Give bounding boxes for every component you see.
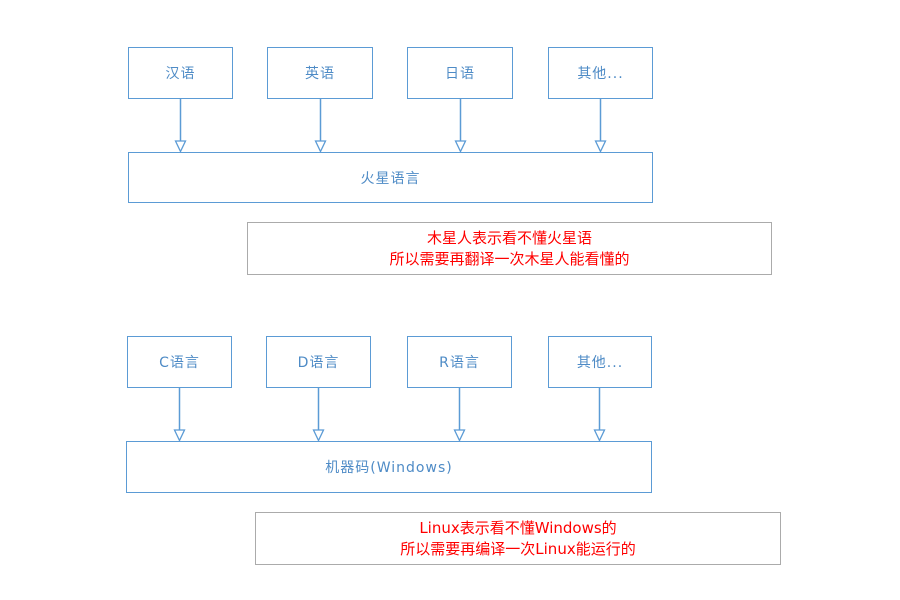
box-chinese: 汉语 bbox=[128, 47, 233, 99]
box-d-language: D语言 bbox=[266, 336, 371, 388]
arrow-down-icon bbox=[173, 388, 186, 442]
note-linux-line1: Linux表示看不懂Windows的 bbox=[419, 518, 617, 537]
arrow-down-icon bbox=[453, 388, 466, 442]
box-mars-language: 火星语言 bbox=[128, 152, 653, 203]
arrow-down-icon bbox=[174, 99, 187, 153]
arrow-down-icon bbox=[314, 99, 327, 153]
note-jupiter-line2: 所以需要再翻译一次木星人能看懂的 bbox=[389, 249, 630, 268]
box-others-programming: 其他... bbox=[548, 336, 652, 388]
box-r-language: R语言 bbox=[407, 336, 512, 388]
box-english: 英语 bbox=[267, 47, 373, 99]
box-others-languages: 其他... bbox=[548, 47, 653, 99]
box-machine-code-windows: 机器码(Windows) bbox=[126, 441, 652, 493]
note-jupiter: 木星人表示看不懂火星语 所以需要再翻译一次木星人能看懂的 bbox=[247, 222, 772, 275]
arrow-down-icon bbox=[593, 388, 606, 442]
box-japanese: 日语 bbox=[407, 47, 513, 99]
arrow-down-icon bbox=[312, 388, 325, 442]
note-linux: Linux表示看不懂Windows的 所以需要再编译一次Linux能运行的 bbox=[255, 512, 781, 565]
arrow-down-icon bbox=[454, 99, 467, 153]
box-c-language: C语言 bbox=[127, 336, 232, 388]
note-linux-line2: 所以需要再编译一次Linux能运行的 bbox=[400, 539, 636, 558]
arrow-down-icon bbox=[594, 99, 607, 153]
note-jupiter-line1: 木星人表示看不懂火星语 bbox=[426, 228, 592, 247]
